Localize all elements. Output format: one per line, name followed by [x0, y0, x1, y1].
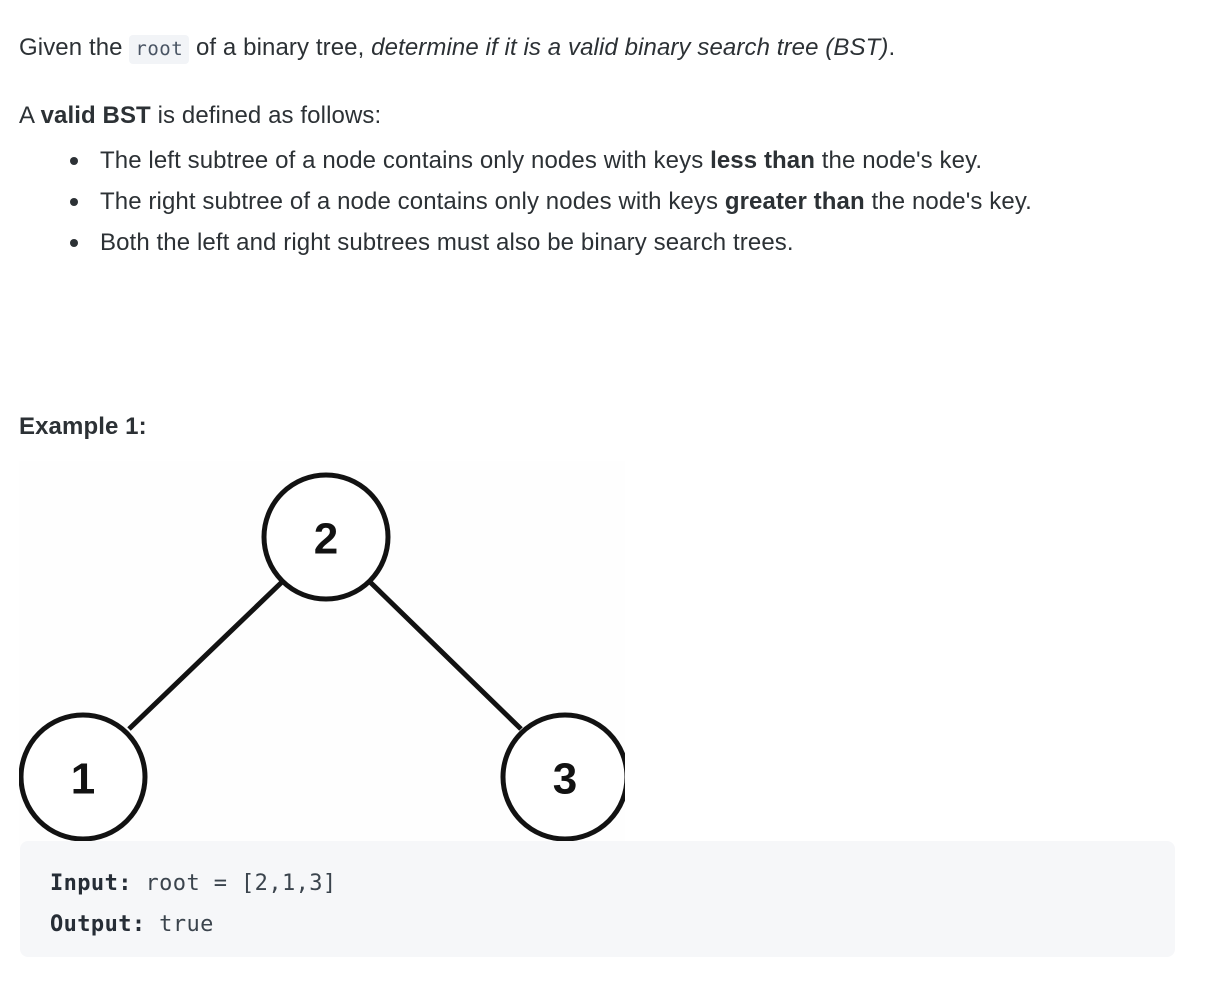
rule-bold: greater than: [724, 188, 865, 215]
input-value: root = [2,1,3]: [131, 871, 337, 896]
input-label: Input:: [50, 871, 132, 896]
intro-text-before: Given the: [19, 34, 130, 61]
rule-prefix: The left subtree of a node contains only…: [100, 147, 711, 174]
binary-tree-diagram: 2 1 3: [19, 461, 625, 846]
tree-node-root-label: 2: [314, 515, 338, 564]
rule-prefix: The right subtree of a node contains onl…: [100, 188, 725, 215]
tree-node-right-circle: [500, 712, 625, 842]
rule-prefix: Both the left and right subtrees must al…: [100, 229, 794, 256]
list-item: Both the left and right subtrees must al…: [19, 222, 1194, 263]
tree-node-left-label: 1: [71, 755, 95, 804]
definition-prefix: A: [19, 102, 41, 129]
bst-rules-list: The left subtree of a node contains only…: [19, 140, 1194, 263]
output-label: Output:: [50, 912, 146, 937]
tree-node-right-label: 3: [553, 755, 577, 804]
example-code-block: Input: root = [2,1,3] Output: true: [20, 841, 1175, 957]
definition-paragraph: A valid BST is defined as follows:: [19, 99, 1194, 132]
edge-root-to-left: [127, 579, 285, 731]
tree-node-root-circle: [261, 472, 391, 602]
output-value: true: [145, 912, 214, 937]
intro-paragraph: Given the root of a binary tree, determi…: [19, 31, 1194, 66]
list-item: The left subtree of a node contains only…: [19, 140, 1194, 181]
rule-suffix: the node's key.: [864, 188, 1032, 215]
intro-text-after: of a binary tree,: [189, 34, 372, 61]
edge-root-to-right: [367, 579, 523, 731]
intro-text-tail: .: [888, 34, 896, 61]
definition-bold-term: valid BST: [40, 102, 151, 129]
rule-suffix: the node's key.: [815, 147, 983, 174]
list-item: The right subtree of a node contains onl…: [19, 181, 1194, 222]
inline-code-root: root: [129, 35, 190, 64]
example-code-text: Input: root = [2,1,3] Output: true: [50, 863, 1145, 945]
intro-italic-phrase: determine if it is a valid binary search…: [371, 34, 889, 61]
tree-node-left-circle: [19, 712, 148, 842]
definition-suffix: is defined as follows:: [150, 102, 382, 129]
tree-svg: 2 1 3: [19, 472, 625, 842]
example-1-heading: Example 1:: [19, 413, 147, 440]
rule-bold: less than: [710, 147, 816, 174]
